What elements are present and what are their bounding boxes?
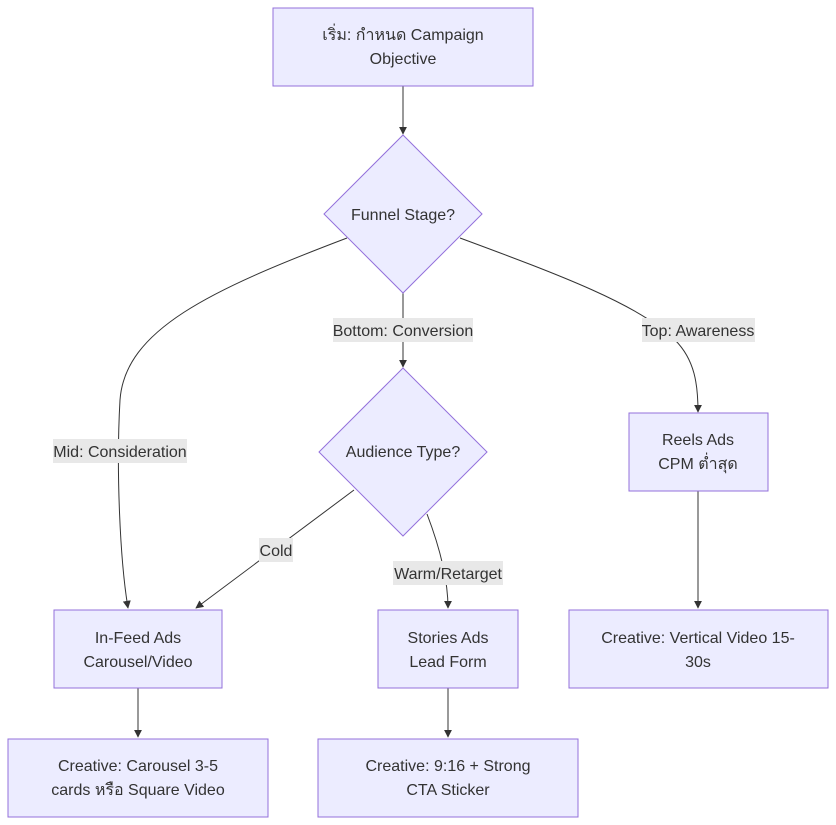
node-stories-line-2: Lead Form <box>409 654 486 671</box>
edge-label-warm-retarget: Warm/Retarget <box>393 561 503 585</box>
node-creative-reels: Creative: Vertical Video 15- 30s <box>568 609 829 689</box>
node-audience-decision: Audience Type? <box>318 367 488 537</box>
node-reels-line-1: Reels Ads <box>662 432 734 449</box>
edge-label-top-text: Top: Awareness <box>642 323 755 340</box>
node-funnel-decision: Funnel Stage? <box>323 134 483 294</box>
node-creative-infeed-line-1: Creative: Carousel 3-5 <box>58 758 218 775</box>
node-start-line-2: Objective <box>370 51 437 68</box>
node-reels-ads: Reels Ads CPM ต่ำสุด <box>628 412 769 492</box>
edge-label-bottom-conversion: Bottom: Conversion <box>333 318 474 342</box>
node-infeed-line-2: Carousel/Video <box>83 654 192 671</box>
edge-label-mid-consideration: Mid: Consideration <box>53 439 187 463</box>
edge-label-bottom-text: Bottom: Conversion <box>333 323 474 340</box>
edge-labels: Bottom: Conversion Top: Awareness Mid: C… <box>53 318 755 585</box>
node-creative-infeed-line-2: cards หรือ Square Video <box>51 781 225 799</box>
node-start: เริ่ม: กำหนด Campaign Objective <box>272 7 534 87</box>
nodes: เริ่ม: กำหนด Campaign Objective Funnel S… <box>7 7 829 818</box>
node-infeed-ads: In-Feed Ads Carousel/Video <box>53 609 223 689</box>
node-creative-stories-line-2: CTA Sticker <box>406 782 490 799</box>
node-stories-ads: Stories Ads Lead Form <box>377 609 519 689</box>
edge-label-warm-text: Warm/Retarget <box>394 566 502 583</box>
edge-label-cold: Cold <box>259 538 293 562</box>
edge-label-top-awareness: Top: Awareness <box>642 318 755 342</box>
node-creative-stories: Creative: 9:16 + Strong CTA Sticker <box>317 738 579 818</box>
node-creative-reels-line-2: 30s <box>685 654 711 671</box>
node-creative-infeed: Creative: Carousel 3-5 cards หรือ Square… <box>7 738 269 818</box>
edge-label-mid-text: Mid: Consideration <box>53 444 186 461</box>
node-infeed-line-1: In-Feed Ads <box>95 630 181 647</box>
node-audience-label: Audience Type? <box>346 444 461 461</box>
node-stories-line-1: Stories Ads <box>408 630 489 647</box>
node-creative-reels-line-1: Creative: Vertical Video 15- <box>601 630 795 647</box>
edge-funnel-to-infeed <box>117 237 348 609</box>
node-funnel-label: Funnel Stage? <box>351 207 455 224</box>
edge-label-cold-text: Cold <box>260 543 293 560</box>
node-creative-stories-line-1: Creative: 9:16 + Strong <box>366 758 531 775</box>
node-start-line-1: เริ่ม: กำหนด Campaign <box>322 23 483 44</box>
node-reels-line-2: CPM ต่ำสุด <box>658 452 738 474</box>
